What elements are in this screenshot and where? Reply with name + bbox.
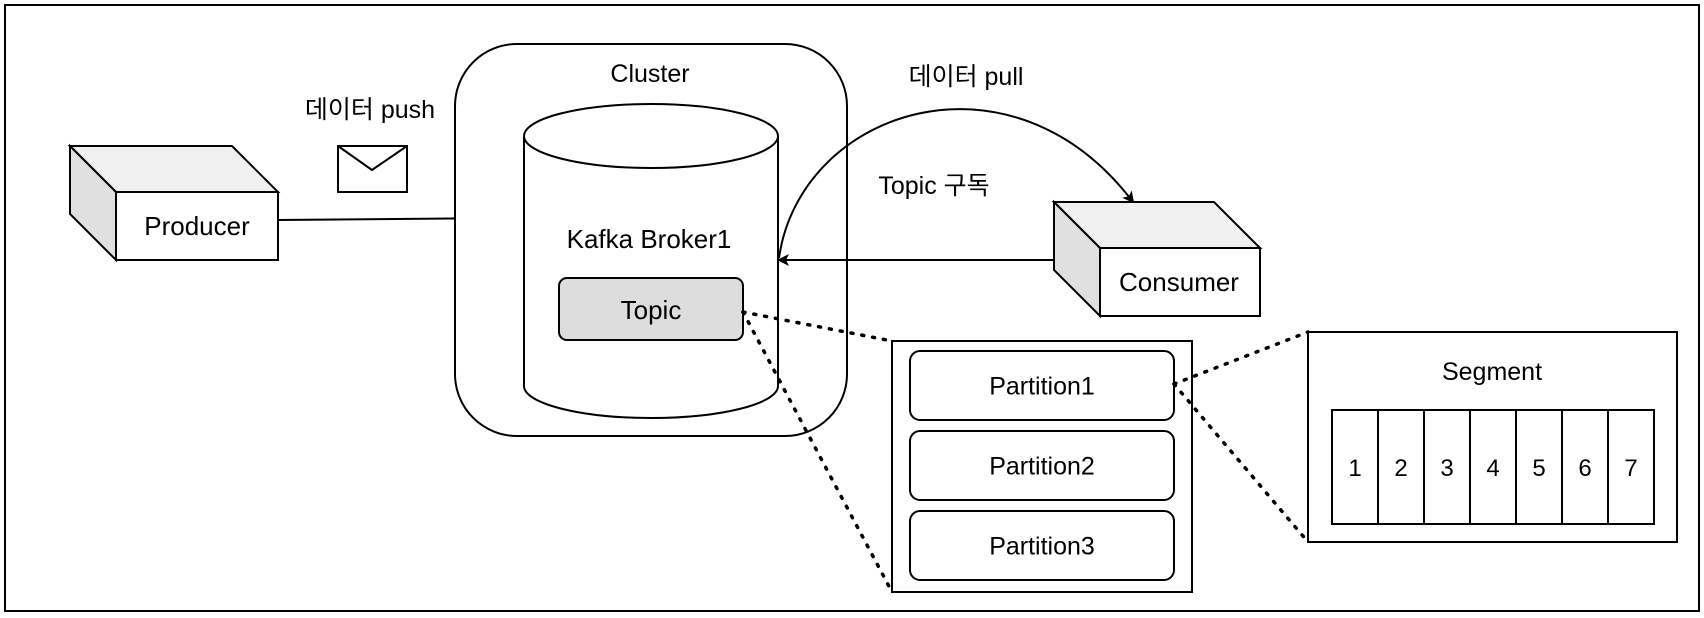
broker-body: [523, 136, 779, 419]
broker-cylinder: Kafka Broker1: [523, 103, 779, 419]
topic-partition-connector-bottom: [741, 310, 894, 594]
partition-label: Partition3: [989, 533, 1095, 561]
topic-partition-connector-top: [741, 310, 894, 343]
consumer-node: Consumer: [1051, 199, 1263, 319]
topic-box: [558, 277, 744, 341]
pull-arrow: [778, 108, 1135, 259]
consumer-front-face: [1099, 247, 1261, 317]
segment-label: Segment: [1442, 358, 1542, 386]
partition-segment-connector-top: [1172, 330, 1310, 386]
segment-cell-label: 2: [1394, 455, 1407, 482]
segment-cell-label: 7: [1624, 455, 1637, 482]
segment-cell: [1607, 409, 1655, 525]
partition-box: [909, 510, 1175, 581]
segment-cell: [1331, 409, 1379, 525]
consumer-label: Consumer: [1119, 267, 1239, 297]
segment-cell-label: 6: [1578, 455, 1591, 482]
producer-front-face: [115, 191, 279, 261]
partition-box: [909, 430, 1175, 501]
pull-label: 데이터 pull: [909, 63, 1024, 91]
broker-top: [523, 103, 779, 169]
segment-cell-label: 5: [1532, 455, 1545, 482]
partition-label: Partition2: [989, 453, 1095, 481]
segment-cell: [1377, 409, 1425, 525]
partition-label: Partition1: [989, 373, 1095, 401]
segment-cell: [1561, 409, 1609, 525]
topic-label: Topic: [621, 295, 682, 325]
envelope-icon: [337, 145, 408, 193]
push-label: 데이터 push: [305, 96, 435, 124]
segment-cells: 1 2 3 4 5 6 7: [1331, 409, 1655, 525]
segment-cell: [1515, 409, 1563, 525]
segment-cell-label: 3: [1440, 455, 1453, 482]
subscribe-label: Topic 구독: [878, 172, 989, 200]
segment-cell-label: 4: [1486, 455, 1499, 482]
producer-label: Producer: [144, 211, 250, 241]
partition-segment-connector-bottom: [1172, 382, 1310, 544]
cluster-label: Cluster: [610, 60, 689, 88]
producer-node: Producer: [67, 143, 281, 263]
segment-cell-label: 1: [1348, 455, 1361, 482]
broker-label: Kafka Broker1: [567, 224, 732, 254]
